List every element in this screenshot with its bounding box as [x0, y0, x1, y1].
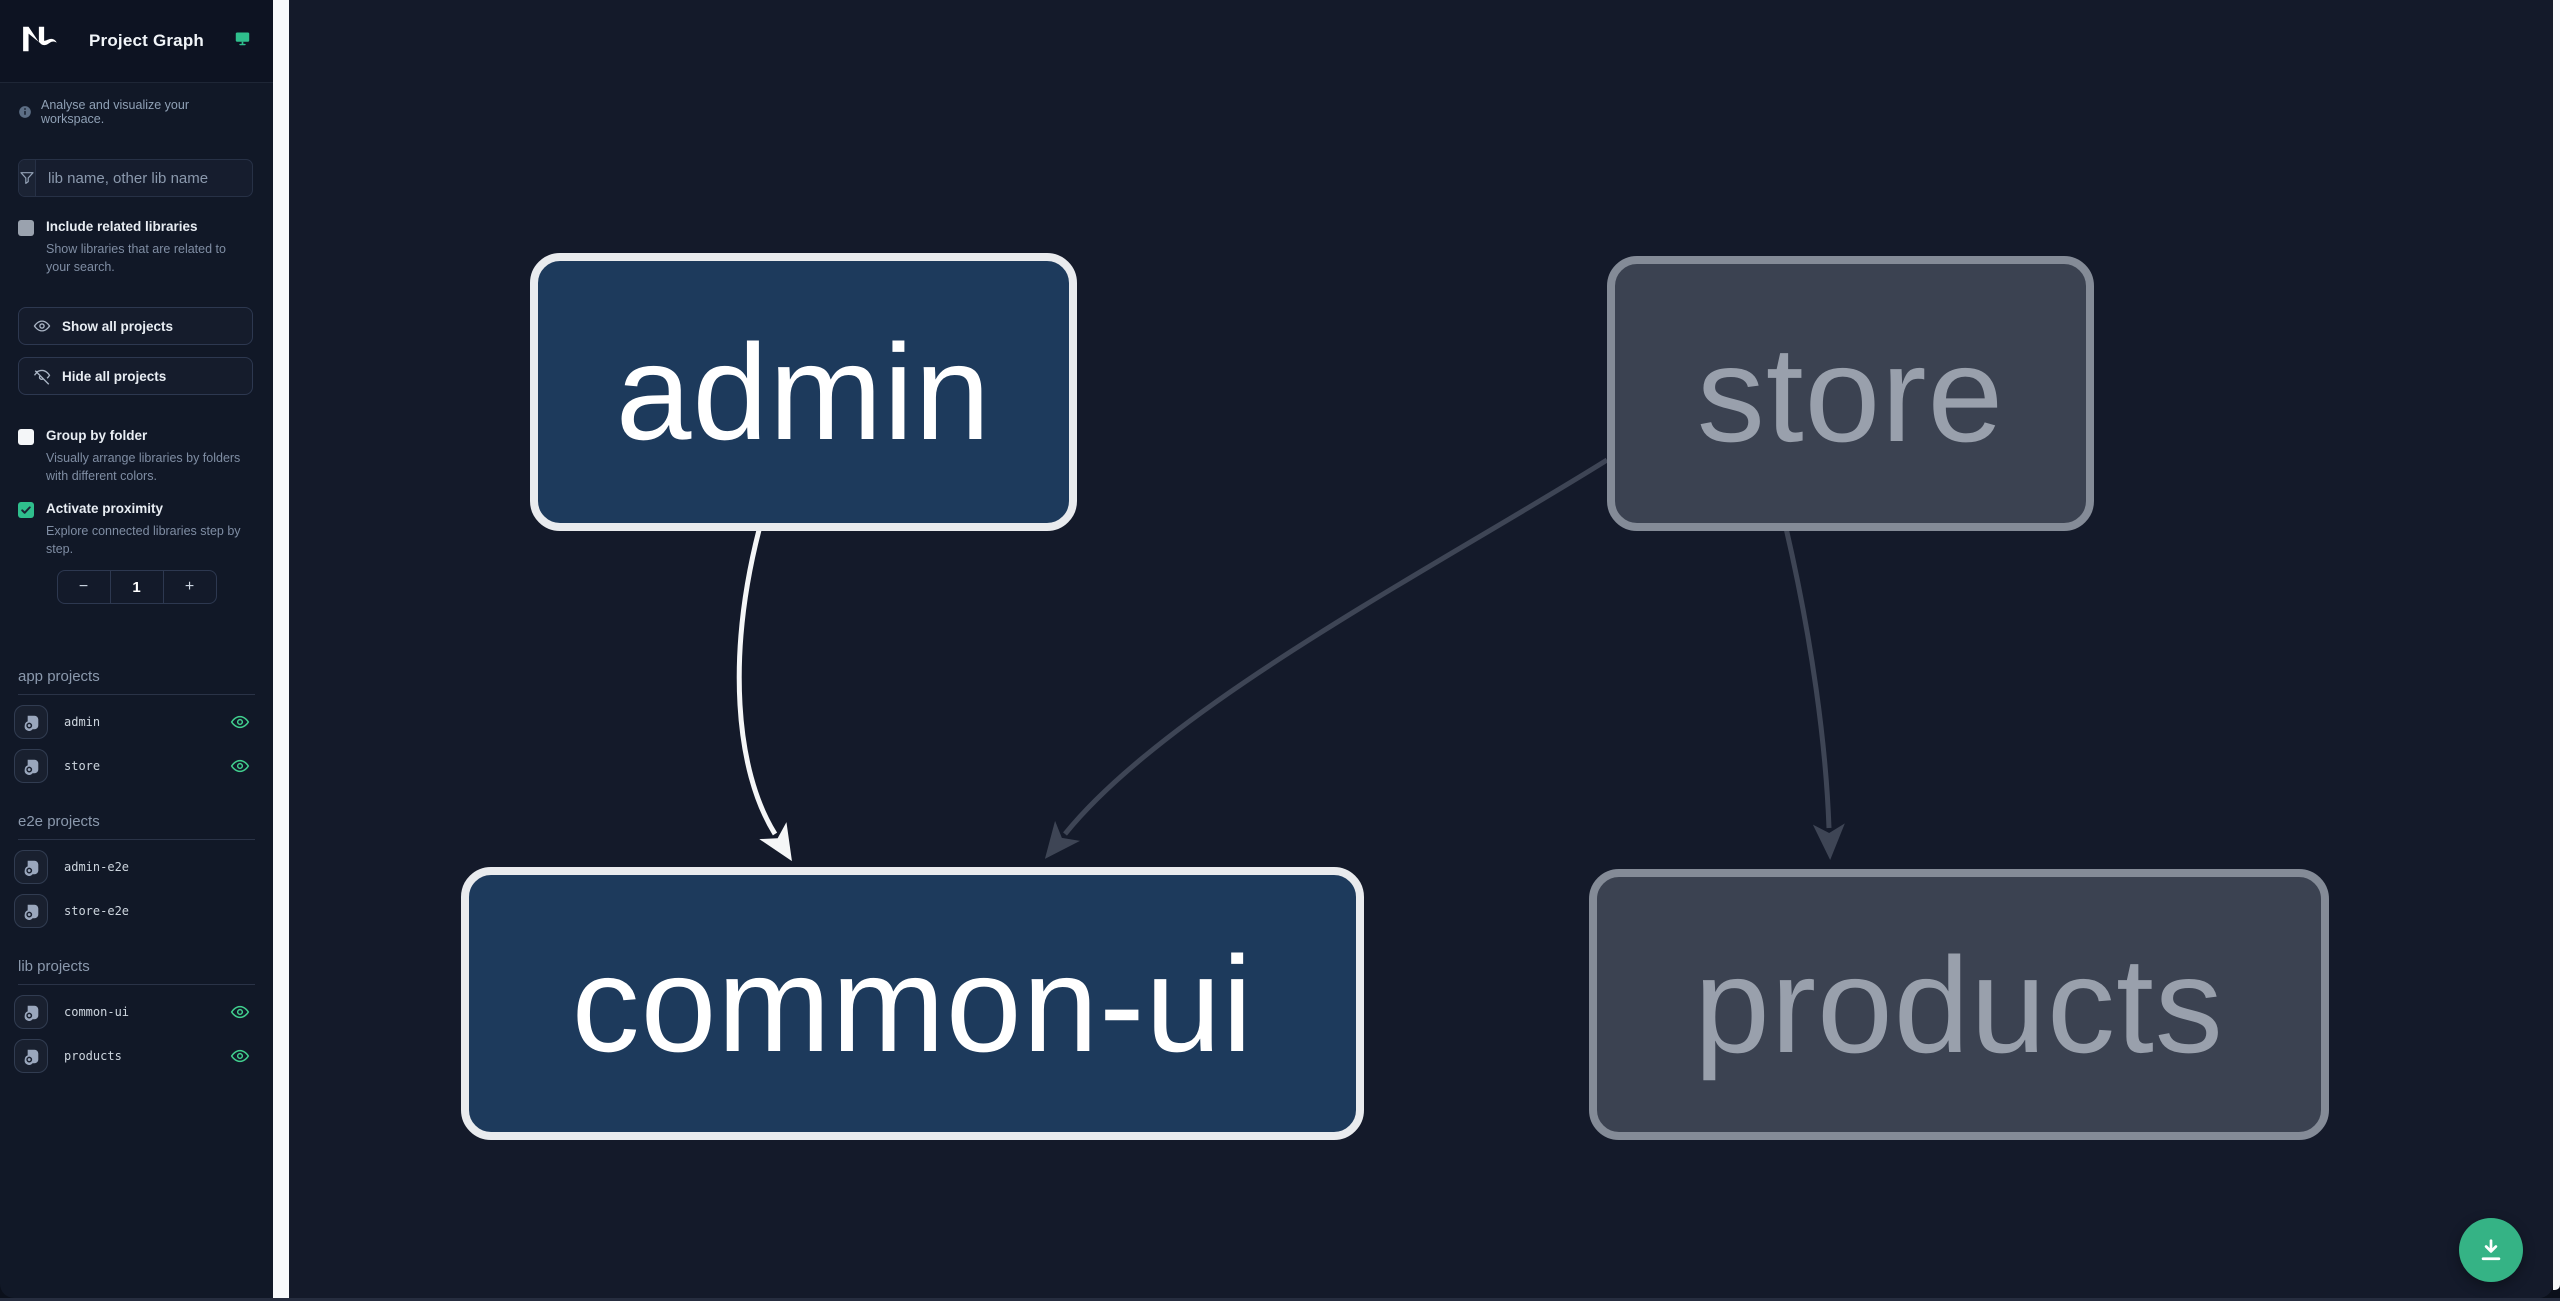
toggle-include-related[interactable]: Include related libraries Show libraries… — [18, 219, 253, 276]
project-name[interactable]: store — [64, 759, 101, 774]
eye-icon — [230, 716, 250, 729]
search-input[interactable] — [36, 160, 252, 196]
project-row-admin: admin — [14, 705, 255, 740]
toggle-label: Group by folder — [46, 428, 148, 444]
show-all-projects-button[interactable]: Show all projects — [18, 307, 253, 346]
edge-store-to-common-ui[interactable] — [1044, 457, 1609, 859]
stepper-increment-button[interactable]: + — [184, 578, 195, 596]
node-label: common-ui — [571, 927, 1254, 1080]
project-name[interactable]: common-ui — [64, 1005, 130, 1020]
project-name[interactable]: products — [64, 1049, 122, 1064]
vertical-scrollbar[interactable] — [2553, 0, 2560, 1290]
toggle-visibility-button[interactable] — [229, 755, 251, 777]
stepper-value: 1 — [109, 571, 164, 604]
focus-project-button[interactable] — [14, 850, 48, 885]
project-row-admin-e2e: admin-e2e — [14, 850, 255, 885]
tagline-row: Analyse and visualize your workspace. — [18, 98, 255, 126]
node-label: store — [1696, 317, 2005, 470]
section-header-app-projects: app projects — [18, 668, 255, 696]
graph-node-common-ui[interactable]: common-ui — [461, 867, 1364, 1140]
toggle-description: Visually arrange libraries by folders wi… — [46, 451, 241, 484]
horizontal-scrollbar[interactable] — [0, 1298, 2560, 1301]
graph-node-store[interactable]: store — [1607, 256, 2094, 531]
project-row-store: store — [14, 749, 255, 784]
focus-project-button[interactable] — [14, 894, 48, 929]
stepper-decrement-button[interactable]: − — [78, 578, 89, 596]
toggle-visibility-button[interactable] — [229, 711, 251, 733]
toggle-visibility-button[interactable] — [229, 1001, 251, 1023]
eye-icon — [230, 760, 250, 773]
focus-project-button[interactable] — [14, 749, 48, 784]
project-row-store-e2e: store-e2e — [14, 894, 255, 929]
focus-icon — [24, 1005, 38, 1021]
monitor-icon[interactable] — [234, 30, 251, 52]
focus-icon — [24, 860, 38, 876]
toggle-activate-proximity[interactable]: Activate proximity Explore connected lib… — [18, 501, 253, 558]
focus-project-button[interactable] — [14, 1039, 48, 1074]
focus-project-button[interactable] — [14, 705, 48, 740]
show-all-label: Show all projects — [62, 318, 174, 334]
hide-all-label: Hide all projects — [62, 368, 167, 384]
project-name[interactable]: store-e2e — [64, 904, 130, 919]
focus-icon — [24, 715, 38, 731]
focus-icon — [24, 904, 38, 920]
toggle-description: Explore connected libraries step by step… — [46, 524, 241, 557]
focus-icon — [24, 1049, 38, 1065]
focus-icon — [24, 759, 38, 775]
checkbox-group-by-folder[interactable] — [18, 429, 34, 446]
project-row-products: products — [14, 1039, 255, 1074]
project-graph-canvas[interactable]: admin store common-ui products — [289, 0, 2553, 1298]
project-name[interactable]: admin-e2e — [64, 860, 130, 875]
tagline-text: Analyse and visualize your workspace. — [41, 98, 189, 126]
checkbox-include-related[interactable] — [18, 220, 34, 236]
eye-off-icon — [33, 369, 51, 385]
project-name[interactable]: admin — [64, 715, 101, 730]
check-icon — [21, 506, 31, 514]
section-header-lib-projects: lib projects — [18, 958, 255, 986]
nx-logo-icon — [17, 18, 59, 65]
sidebar-resize-handle[interactable] — [273, 0, 289, 1298]
section-header-e2e-projects: e2e projects — [18, 813, 255, 841]
filter-icon — [19, 160, 36, 196]
checkbox-activate-proximity[interactable] — [18, 502, 34, 519]
eye-icon — [230, 1006, 250, 1019]
hide-all-projects-button[interactable]: Hide all projects — [18, 357, 253, 396]
project-row-common-ui: common-ui — [14, 995, 255, 1030]
sidebar-header: Project Graph — [0, 0, 273, 83]
graph-node-products[interactable]: products — [1589, 869, 2329, 1140]
search-box — [18, 159, 253, 197]
proximity-stepper: − 1 + — [56, 570, 217, 605]
toggle-group-by-folder[interactable]: Group by folder Visually arrange librari… — [18, 428, 253, 485]
download-image-button[interactable] — [2459, 1218, 2523, 1282]
graph-edges — [736, 457, 1845, 862]
info-icon — [19, 106, 31, 118]
toggle-label: Activate proximity — [46, 501, 164, 517]
focus-project-button[interactable] — [14, 995, 48, 1030]
toggle-visibility-button[interactable] — [229, 1045, 251, 1067]
download-icon — [2481, 1239, 2501, 1261]
edge-store-to-products[interactable] — [1783, 527, 1845, 860]
app-title: Project Graph — [88, 31, 205, 50]
node-label: products — [1694, 928, 2224, 1081]
graph-node-admin[interactable]: admin — [530, 253, 1077, 531]
edge-admin-to-common-ui[interactable] — [736, 529, 792, 862]
eye-icon — [230, 1050, 250, 1063]
toggle-description: Show libraries that are related to your … — [46, 241, 226, 274]
eye-icon — [33, 320, 51, 332]
sidebar: Project Graph Analyse and visualize your… — [0, 0, 273, 1298]
toggle-label: Include related libraries — [46, 219, 198, 234]
node-label: admin — [615, 316, 992, 468]
